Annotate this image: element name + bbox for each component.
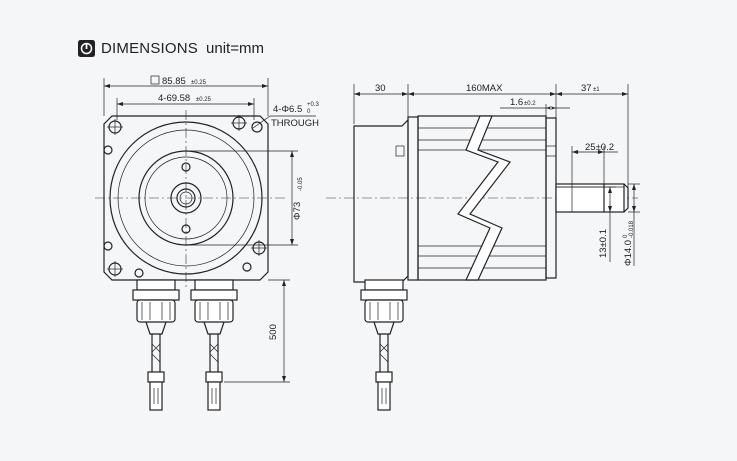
dimensions-header: DIMENSIONS unit=mm [78, 40, 264, 57]
dim-shaft-length-tol: ±1 [593, 87, 600, 93]
dim-holes-tol-upper: +0.3 [307, 102, 320, 108]
dim-pilot: Φ73 [292, 202, 303, 220]
dim-holes-tol-lower: 0 [307, 109, 311, 115]
dim-rear-length: 30 [375, 83, 386, 94]
cable-gland-side [360, 279, 408, 411]
cable-left [147, 334, 165, 411]
motor-icon [78, 40, 95, 57]
dim-holes-note: THROUGH [271, 118, 319, 129]
header-unit: unit=mm [206, 40, 264, 57]
front-flange [407, 116, 419, 281]
dim-pilot-tol: -0.05 [298, 177, 304, 191]
break-mark [457, 115, 511, 281]
shaft-circle [176, 188, 196, 208]
dim-shaft-dia: Φ14.0 [623, 240, 634, 266]
shaft [555, 183, 625, 213]
dim-square: 85.85 [162, 76, 186, 87]
dim-shaft-length: 37 [581, 83, 592, 94]
mounting-hole-br [251, 240, 267, 256]
cable-gland-right [190, 279, 238, 335]
front-outer-ring [109, 121, 263, 275]
dim-key-height: 13±0.1 [598, 229, 609, 258]
dim-flange-tol: ±0.2 [524, 101, 536, 107]
mounting-hole-tr [231, 115, 247, 131]
dim-holes: 4-Φ6.5 [273, 104, 302, 115]
header-title: DIMENSIONS [101, 40, 199, 57]
dim-key-length: 25±0.2 [585, 142, 614, 153]
dim-flange: 1.6 [510, 97, 523, 108]
dim-lead-length: 500 [268, 324, 279, 340]
dim-shaft-dia-tol-upper: 0 [623, 234, 629, 238]
front-square [103, 115, 269, 281]
dim-hole-pitch: 4-69.58 [158, 93, 190, 104]
dim-square-tol: ±0.25 [191, 80, 207, 86]
mounting-hole-bl [107, 261, 123, 277]
dim-hole-pitch-tol: ±0.25 [196, 97, 212, 103]
cable-gland-left [132, 279, 180, 335]
cable-right [205, 334, 223, 411]
dim-shaft-dia-tol-lower: -0.018 [629, 220, 635, 238]
front-view: 85.85 ±0.25 4-69.58 ±0.25 4-Φ6.5 +0.3 0 … [95, 75, 320, 411]
mounting-hole-tl [107, 119, 123, 135]
side-view: 30 160MAX 37 ±1 1.6 ±0.2 25±0.2 13±0.1 [326, 83, 640, 411]
dim-body-length: 160MAX [466, 83, 503, 94]
rear-cap [353, 118, 409, 283]
